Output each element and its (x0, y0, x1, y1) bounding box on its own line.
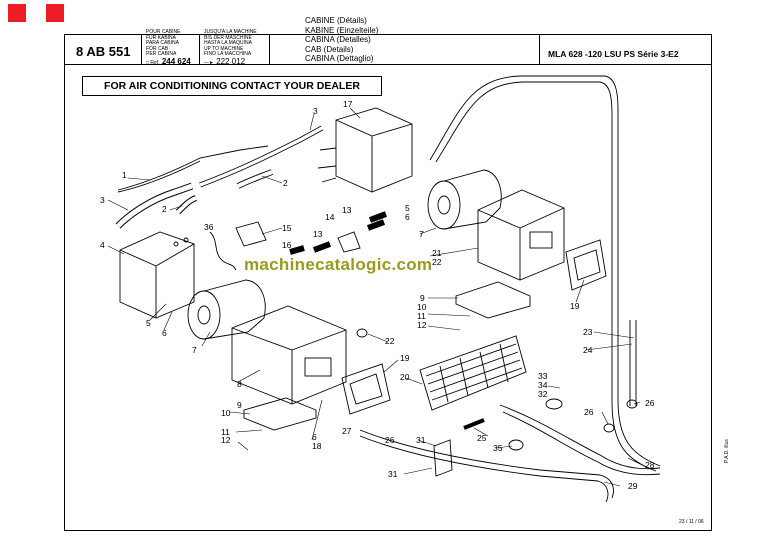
hose-3-top-fill (199, 126, 323, 187)
callout-6: 6 (162, 328, 167, 338)
callout-15: 15 (282, 223, 292, 233)
filter-grille (419, 335, 527, 411)
callout-9: 9 (237, 400, 242, 410)
callout-11: 11 (221, 427, 230, 437)
callout-12: 12 (417, 320, 427, 330)
header-divider (64, 64, 712, 65)
callout-11: 11 (417, 311, 426, 321)
evaporator-box-center (231, 305, 347, 405)
callout-34: 34 (538, 380, 548, 390)
callout-28: 28 (645, 460, 655, 470)
gasket-22 (356, 328, 368, 338)
corner-square-left (8, 4, 26, 22)
callout-20: 20 (400, 372, 410, 382)
frame-19-center (341, 363, 391, 415)
clip-35 (508, 439, 524, 451)
clamp-31 (433, 439, 453, 477)
callout-22: 22 (432, 257, 442, 267)
header-cell-model (64, 34, 142, 64)
bracket-right (455, 281, 531, 319)
ref-number: □ Ref. 244 624 (146, 57, 191, 66)
header-row (64, 34, 712, 64)
callout-33: 33 (538, 371, 548, 381)
callout-18: 18 (312, 441, 322, 451)
callout-14: 14 (325, 212, 335, 222)
callout-10: 10 (417, 302, 427, 312)
catalog-page-frame (64, 34, 712, 531)
cabin-titles: CABINE (Détails)KABINE (Einzelteile) CAB… (305, 16, 379, 63)
blower-left (187, 279, 266, 340)
header-cell-until (200, 34, 270, 64)
callout-6: 6 (405, 212, 410, 222)
callout-23: 23 (583, 327, 593, 337)
callout-22: 22 (385, 336, 395, 346)
callout-12: 12 (221, 435, 231, 445)
header-cell-from (142, 34, 200, 64)
callout-7: 7 (192, 345, 197, 355)
callout-5: 5 (405, 203, 410, 213)
valve-15 (235, 221, 267, 247)
callout-10: 10 (221, 408, 231, 418)
blower-right (427, 169, 502, 230)
clip-32 (545, 398, 563, 410)
cable-1 (117, 145, 269, 191)
air-conditioning-notice: FOR AIR CONDITIONING CONTACT YOUR DEALER (82, 76, 382, 96)
callout-2: 2 (283, 178, 288, 188)
callout-25: 25 (477, 433, 487, 443)
wire-36 (209, 231, 237, 271)
callout-8: 8 (237, 379, 242, 389)
callout-27: 27 (342, 426, 352, 436)
bracket-center (243, 397, 317, 431)
callout-19: 19 (570, 301, 580, 311)
evaporator-box-right (477, 189, 565, 281)
callout-3: 3 (100, 195, 105, 205)
callout-6: 6 (312, 432, 317, 442)
callout-13: 13 (342, 205, 352, 215)
machine-number: —► 222 012 (204, 57, 246, 66)
callout-3: 3 (313, 106, 318, 116)
callout-7: 7 (419, 229, 424, 239)
callout-24: 24 (583, 345, 593, 355)
frame-19-right (565, 239, 607, 291)
callout-5: 5 (146, 318, 151, 328)
fitting-25 (463, 418, 485, 430)
callout-9: 9 (420, 293, 425, 303)
callout-26: 26 (645, 398, 655, 408)
pipe-lines (359, 75, 661, 503)
header-cell-title (270, 34, 540, 64)
callout-16: 16 (282, 240, 292, 250)
callout-31: 31 (416, 435, 426, 445)
valve-14 (337, 231, 361, 253)
callout-29: 29 (628, 481, 638, 491)
corner-square-right (46, 4, 64, 22)
callout-2: 2 (162, 204, 167, 214)
callout-19: 19 (400, 353, 410, 363)
callout-26: 26 (385, 435, 395, 445)
callout-36: 36 (204, 222, 214, 232)
watermark-text: machinecatalogic.com (244, 255, 433, 274)
model-code: 8 AB 551 (76, 44, 131, 59)
footer-pad: P.A.D. illus (724, 439, 730, 463)
heater-box-upper (317, 107, 413, 193)
callout-17: 17 (343, 99, 353, 109)
callout-35: 35 (493, 443, 503, 453)
callout-32: 32 (538, 389, 548, 399)
footer-date: 23 / 11 / 06 (679, 519, 704, 525)
leader-lines (107, 107, 641, 487)
heater-box-left (119, 231, 195, 319)
callout-21: 21 (432, 248, 442, 258)
callout-13: 13 (313, 229, 323, 239)
machine-model: MLA 628 -120 LSU PS Série 3-E2 (548, 49, 679, 59)
callout-4: 4 (100, 240, 105, 250)
callout-26: 26 (584, 407, 594, 417)
callout-31: 31 (388, 469, 398, 479)
callout-1: 1 (122, 170, 127, 180)
